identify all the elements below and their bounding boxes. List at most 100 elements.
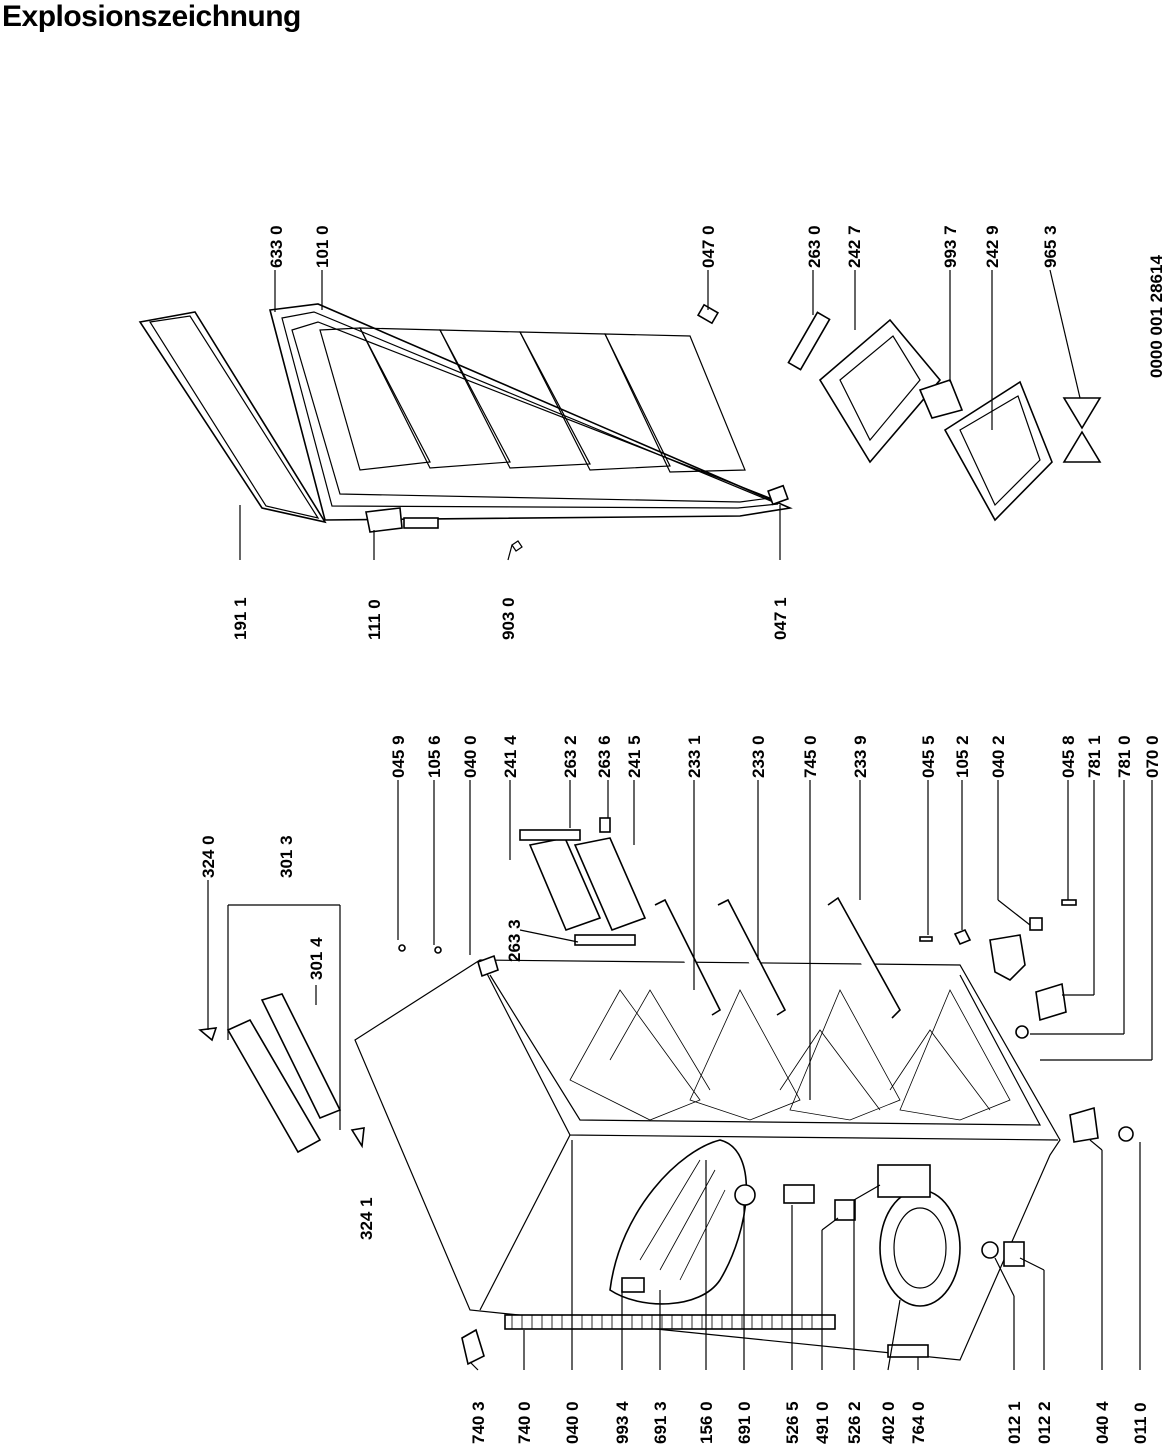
label-745-0: 745 0 bbox=[801, 735, 820, 778]
part-045-9 bbox=[398, 944, 406, 952]
part-263-0 bbox=[787, 311, 831, 371]
part-993-7 bbox=[918, 379, 964, 419]
label-740-3: 740 3 bbox=[469, 1401, 488, 1444]
part-526-2 bbox=[877, 1164, 931, 1198]
page-title: Explosionszeichnung bbox=[2, 0, 301, 33]
hinge-040-0-top bbox=[477, 954, 499, 978]
label-740-0: 740 0 bbox=[515, 1401, 534, 1444]
door-assembly bbox=[138, 303, 793, 552]
part-012-2 bbox=[1003, 1241, 1025, 1267]
label-040-0-bottom: 040 0 bbox=[563, 1401, 582, 1444]
label-263-2: 263 2 bbox=[561, 735, 580, 778]
label-047-0: 047 0 bbox=[699, 225, 718, 268]
label-242-7: 242 7 bbox=[845, 225, 864, 268]
rail-233-0 bbox=[717, 898, 787, 1016]
label-101-0: 101 0 bbox=[313, 225, 332, 268]
part-263-2 bbox=[519, 829, 581, 841]
part-011-0 bbox=[1118, 1126, 1134, 1142]
label-301-4: 301 4 bbox=[307, 937, 326, 980]
label-993-4: 993 4 bbox=[613, 1401, 632, 1444]
part-691-3 bbox=[621, 1277, 645, 1293]
basket-242-7 bbox=[818, 318, 942, 464]
label-233-1: 233 1 bbox=[685, 735, 704, 778]
part-781-1 bbox=[1035, 982, 1067, 1022]
label-402-0: 402 0 bbox=[879, 1401, 898, 1444]
label-233-0: 233 0 bbox=[749, 735, 768, 778]
label-047-1: 047 1 bbox=[771, 597, 790, 640]
part-324-1 bbox=[350, 1127, 365, 1149]
label-993-7: 993 7 bbox=[941, 225, 960, 268]
label-764-0: 764 0 bbox=[909, 1401, 928, 1444]
part-965-3 bbox=[1062, 397, 1102, 463]
part-105-6 bbox=[434, 946, 442, 954]
part-045-8 bbox=[1061, 899, 1077, 906]
label-263-6: 263 6 bbox=[595, 735, 614, 778]
label-526-2: 526 2 bbox=[845, 1401, 864, 1444]
cabinet-body bbox=[198, 817, 1134, 1366]
part-781-0 bbox=[1015, 1025, 1029, 1039]
condenser-cover-156-0 bbox=[609, 1139, 748, 1305]
part-263-6 bbox=[599, 817, 611, 833]
label-301-3: 301 3 bbox=[277, 835, 296, 878]
hinge-cover-301-3 bbox=[226, 1018, 322, 1154]
label-011-0: 011 0 bbox=[1131, 1402, 1150, 1444]
part-012-1 bbox=[981, 1241, 999, 1259]
label-691-3: 691 3 bbox=[651, 1401, 670, 1444]
label-105-6: 105 6 bbox=[425, 735, 444, 778]
drawer-241-5 bbox=[573, 837, 647, 932]
part-740-3 bbox=[461, 1328, 485, 1366]
label-781-1: 781 1 bbox=[1085, 735, 1104, 778]
label-491-0: 491 0 bbox=[813, 1401, 832, 1444]
label-324-1: 324 1 bbox=[357, 1197, 376, 1240]
hinge-040-4 bbox=[1069, 1106, 1099, 1143]
drier-764-0 bbox=[887, 1344, 929, 1358]
part-526-5 bbox=[783, 1184, 815, 1204]
label-242-9: 242 9 bbox=[983, 225, 1002, 268]
label-241-5: 241 5 bbox=[625, 735, 644, 778]
part-903-0 bbox=[511, 540, 523, 552]
label-111-0: 111 0 bbox=[365, 599, 384, 640]
part-040-2b bbox=[1029, 917, 1043, 931]
label-965-3: 965 3 bbox=[1041, 225, 1060, 268]
label-070-0: 070 0 bbox=[1143, 735, 1162, 778]
label-526-5: 526 5 bbox=[783, 1401, 802, 1444]
label-012-2: 012 2 bbox=[1035, 1401, 1054, 1444]
basket-242-9 bbox=[943, 380, 1053, 522]
leader-lines bbox=[207, 269, 1153, 1371]
label-781-0: 781 0 bbox=[1115, 735, 1134, 778]
part-045-5 bbox=[919, 936, 933, 942]
label-263-3: 263 3 bbox=[505, 919, 524, 962]
part-691-0 bbox=[734, 1184, 756, 1206]
label-633-0: 633 0 bbox=[267, 225, 286, 268]
condenser-740-0 bbox=[504, 1314, 836, 1330]
hinge-047-0 bbox=[696, 303, 720, 325]
label-045-9: 045 9 bbox=[389, 735, 408, 778]
label-903-0: 903 0 bbox=[499, 597, 518, 640]
label-691-0: 691 0 bbox=[735, 1401, 754, 1444]
label-105-2: 105 2 bbox=[953, 735, 972, 778]
label-040-2: 040 2 bbox=[989, 735, 1008, 778]
part-263-3 bbox=[574, 934, 636, 946]
label-045-5: 045 5 bbox=[919, 735, 938, 778]
door-panel-101-0 bbox=[268, 303, 793, 521]
part-491-0 bbox=[834, 1199, 856, 1221]
label-263-0: 263 0 bbox=[805, 225, 824, 268]
labels: 633 0 101 0 047 0 263 0 242 7 993 7 242 … bbox=[199, 225, 1166, 1444]
label-012-1: 012 1 bbox=[1005, 1401, 1024, 1444]
part-111-0 bbox=[365, 507, 403, 533]
label-241-4: 241 4 bbox=[501, 735, 520, 778]
baskets bbox=[787, 311, 1102, 522]
hinge-040-2 bbox=[989, 934, 1026, 981]
label-040-0-top: 040 0 bbox=[461, 735, 480, 778]
doc-number: 0000 001 28614 bbox=[1147, 255, 1166, 378]
hinge-047-1 bbox=[767, 484, 789, 506]
label-191-1: 191 1 bbox=[231, 597, 250, 640]
label-040-4: 040 4 bbox=[1093, 1401, 1112, 1444]
door-gasket-191-1 bbox=[138, 311, 327, 524]
label-324-0: 324 0 bbox=[199, 835, 218, 878]
part-105-2 bbox=[953, 928, 972, 946]
rail-233-1 bbox=[654, 898, 722, 1016]
label-045-8: 045 8 bbox=[1059, 735, 1078, 778]
evaporator-shelves bbox=[569, 989, 1011, 1121]
